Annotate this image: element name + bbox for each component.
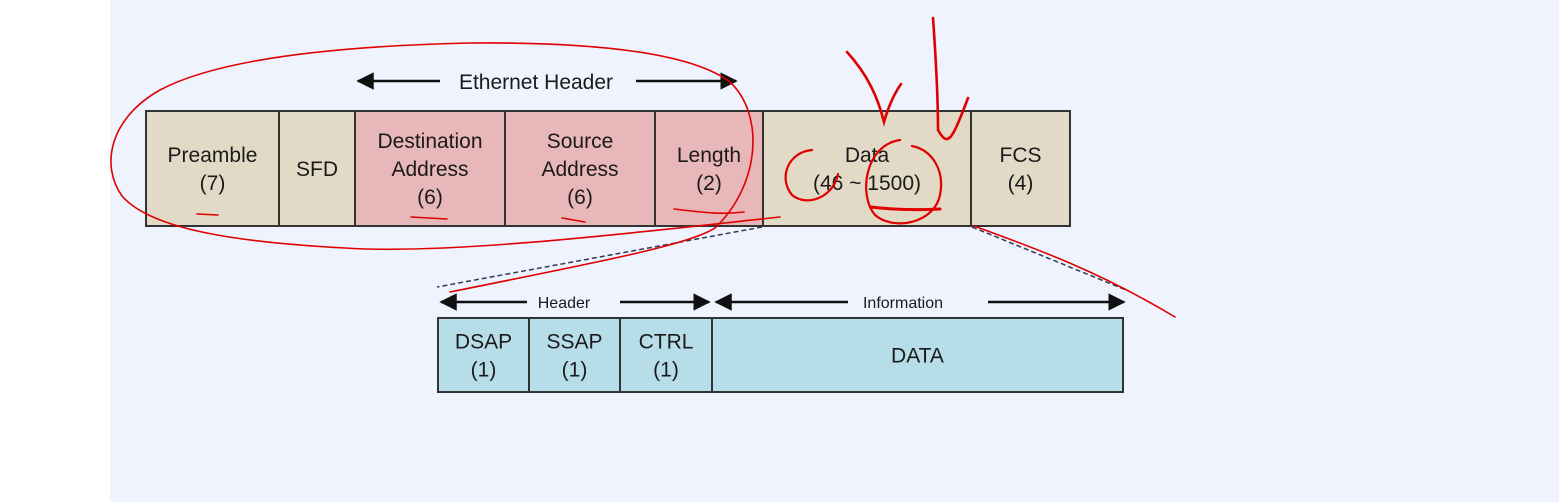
checkmark-left xyxy=(845,50,903,128)
field-sfd: SFD xyxy=(278,110,356,227)
field-length-label: (2) xyxy=(696,172,722,195)
field-ctrl: CTRL (1) xyxy=(619,317,713,393)
destination-underline xyxy=(410,216,448,220)
ethernet-header-indicator: Ethernet Header xyxy=(356,71,738,94)
field-preamble-label: (7) xyxy=(200,172,226,195)
field-data-label: Data xyxy=(845,144,890,167)
field-ctrl-label: (1) xyxy=(653,359,679,382)
field-fcs-label: (4) xyxy=(1008,172,1034,195)
data-1500-underline xyxy=(869,205,942,212)
field-source-label: Source xyxy=(547,130,614,153)
data-46-circle xyxy=(784,148,840,202)
ethernet-frame: Preamble(7)SFDDestinationAddress(6)Sourc… xyxy=(145,110,1071,227)
field-destination-label: Address xyxy=(391,158,468,181)
field-length-box xyxy=(654,110,764,227)
field-destination-label: (6) xyxy=(417,186,443,209)
field-dsap-label: (1) xyxy=(471,359,497,382)
expansion-guides xyxy=(436,226,1127,291)
field-preamble: Preamble (7) xyxy=(145,110,280,227)
fcs-trailing-stroke xyxy=(973,225,1176,318)
field-length: Length (2) xyxy=(654,110,764,227)
field-dsap: DSAP (1) xyxy=(437,317,530,393)
field-ssap-label: (1) xyxy=(562,359,588,382)
ethernet-header-label: Ethernet Header xyxy=(459,71,613,94)
field-preamble-box xyxy=(145,110,280,227)
field-source-label: Address xyxy=(541,158,618,181)
source-underline xyxy=(561,217,586,223)
field-source-label: (6) xyxy=(567,186,593,209)
llc-header-label: Header xyxy=(538,295,591,312)
field-ctrl-label: CTRL xyxy=(639,331,694,354)
field-fcs-label: FCS xyxy=(1000,144,1042,167)
field-dsap-label: DSAP xyxy=(455,331,512,354)
field-llc-data-box xyxy=(711,317,1124,393)
field-sfd-label: SFD xyxy=(296,158,338,181)
field-destination-label: Destination xyxy=(377,130,482,153)
handwritten-annotations xyxy=(110,16,1176,318)
length-underline xyxy=(673,208,745,215)
expansion-line-right xyxy=(971,226,1127,291)
field-source-box xyxy=(504,110,656,227)
checkmark-right xyxy=(931,16,970,141)
llc-information-label: Information xyxy=(863,295,943,312)
preamble-underline xyxy=(196,213,219,216)
expansion-line-left xyxy=(436,226,763,288)
field-length-label: Length xyxy=(677,144,741,167)
data-1500-circle xyxy=(865,138,943,225)
field-ssap-label: SSAP xyxy=(546,331,602,354)
field-fcs-box xyxy=(970,110,1071,227)
llc-header-indicator: Header xyxy=(439,293,711,312)
field-ssap: SSAP (1) xyxy=(528,317,621,393)
slide-background xyxy=(110,0,1559,502)
field-sfd-box xyxy=(278,110,356,227)
field-llc-data: DATA xyxy=(711,317,1124,393)
field-preamble-label: Preamble xyxy=(168,144,258,167)
field-llc-data-label: DATA xyxy=(891,345,944,368)
llc-information-indicator: Information xyxy=(714,293,1126,312)
llc-frame: DSAP (1) SSAP (1) CTRL (1) DATA xyxy=(437,317,1124,393)
field-fcs: FCS (4) xyxy=(970,110,1071,227)
field-destination-box xyxy=(354,110,506,227)
